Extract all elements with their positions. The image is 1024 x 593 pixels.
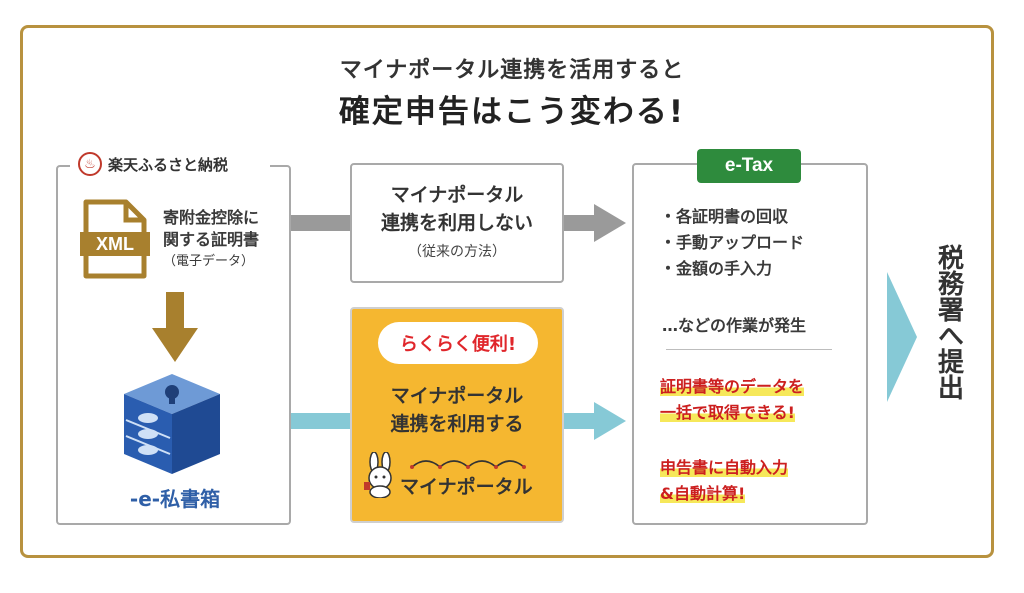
without-myna-sub: （従来の方法） xyxy=(408,244,506,260)
benefit-1-line1: 証明書等のデータを xyxy=(660,377,805,396)
etax-item-2: ・手動アップロード xyxy=(660,233,805,252)
without-myna-label: マイナポータル 連携を利用しない xyxy=(380,184,533,234)
benefit-1-line2: 一括で取得できる! xyxy=(660,403,795,422)
down-arrow xyxy=(152,292,198,362)
tax-office-text: 税務署へ提出 xyxy=(933,244,964,400)
benefit-1: 証明書等のデータを 一括で取得できる! xyxy=(660,374,805,426)
etax-badge: e-Tax xyxy=(697,149,801,183)
blue-arrow-right xyxy=(564,402,626,440)
brand-header: ♨ 楽天ふるさと納税 xyxy=(70,148,270,180)
file-type-label: XML xyxy=(96,234,134,254)
without-myna-box: マイナポータル 連携を利用しない （従来の方法） xyxy=(350,163,564,283)
with-myna-label: マイナポータル 連携を利用する xyxy=(390,385,524,435)
mynaportal-mascot-icon xyxy=(364,452,392,498)
etax-note: …などの作業が発生 xyxy=(662,316,807,335)
blue-connector xyxy=(291,413,350,429)
xml-file-icon: XML xyxy=(80,199,150,279)
e-private-box-label: -e-私書箱 xyxy=(129,487,221,511)
etax-item-1: ・各証明書の回収 xyxy=(660,207,789,226)
mynaportal-logo-text: マイナポータル xyxy=(400,476,533,498)
document-label: 寄附金控除に 関する証明書 （電子データ） xyxy=(163,207,285,273)
gray-connector xyxy=(291,215,350,231)
brand-name: 楽天ふるさと納税 xyxy=(108,155,229,174)
chevron-right-icon xyxy=(887,272,917,402)
benefit-2-line1: 申告書に自動入力 xyxy=(660,458,789,477)
etax-item-3: ・金額の手入力 xyxy=(660,259,773,278)
gray-arrow-right xyxy=(564,204,626,242)
title-line2: 確定申告はこう変わる! xyxy=(338,94,686,130)
title-line1: マイナポータル連携を活用すると xyxy=(339,58,685,83)
mynaportal-logo-arcs-icon xyxy=(410,460,526,469)
document-label-sub: （電子データ） xyxy=(163,254,255,269)
easy-convenient-badge: らくらく便利! xyxy=(378,322,538,364)
document-label-main: 寄附金控除に 関する証明書 xyxy=(163,208,260,249)
divider xyxy=(666,349,832,350)
benefit-2: 申告書に自動入力 &自動計算! xyxy=(660,455,789,507)
e-private-box-icon xyxy=(124,374,220,474)
tax-office-label: 税務署へ提出 xyxy=(928,244,968,400)
benefit-2-line2: &自動計算! xyxy=(660,484,746,503)
rakuten-furusato-logo-icon: ♨ xyxy=(78,152,102,176)
